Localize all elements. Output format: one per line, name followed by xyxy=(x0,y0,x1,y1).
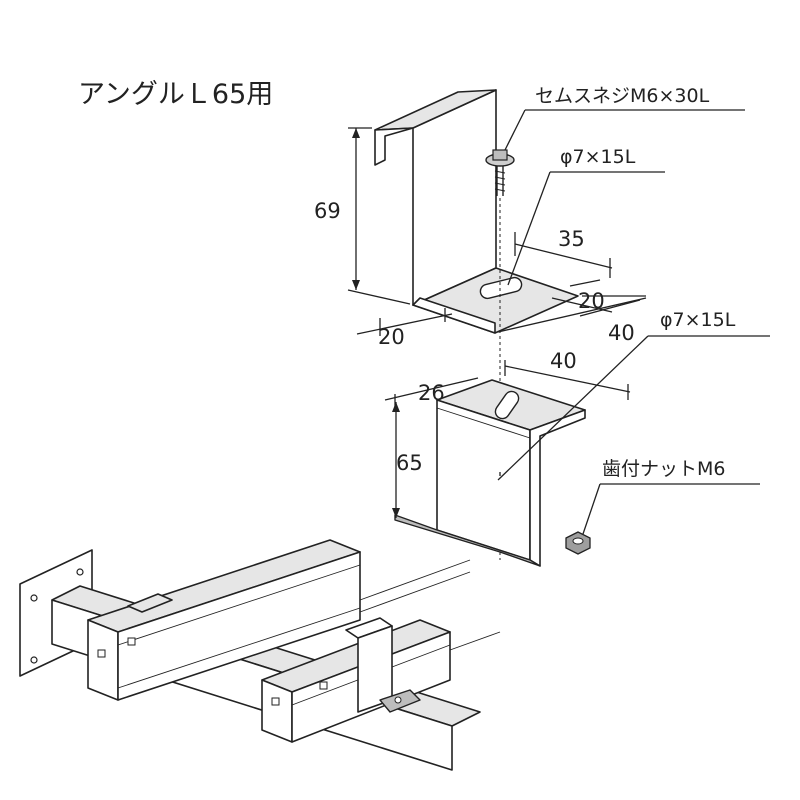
dim-40-upper-label: 40 xyxy=(608,321,635,345)
screw-label: セムスネジM6×30L xyxy=(535,85,710,107)
dim-lower-depth xyxy=(504,360,631,400)
nut-label: 歯付ナットM6 xyxy=(602,458,725,480)
screw-leader xyxy=(504,109,526,151)
dim-20-left-label: 20 xyxy=(378,325,405,349)
dim-65-label: 65 xyxy=(396,451,423,475)
dim-lower-height xyxy=(392,402,400,518)
screw-icon xyxy=(485,149,515,560)
lower-slot-leader xyxy=(497,335,649,481)
rail-assembly-icon xyxy=(19,539,501,771)
lower-angle-bracket-icon xyxy=(394,379,586,567)
dim-upper-flange xyxy=(356,308,453,336)
dim-35-label: 35 xyxy=(558,227,585,251)
dim-69-label: 69 xyxy=(314,199,341,223)
dim-26-label: 26 xyxy=(418,381,445,405)
dim-40-lower-label: 40 xyxy=(550,349,577,373)
dim-20-right-label: 20 xyxy=(578,289,605,313)
dim-upper-width xyxy=(514,232,613,278)
dim-upper-height xyxy=(347,127,411,305)
upper-slot-leader xyxy=(507,171,551,286)
upper-hook-bracket-icon xyxy=(374,89,579,334)
lower-slot-label: φ7×15L xyxy=(660,309,736,331)
dim-upper-depth xyxy=(497,295,647,333)
nut-leader xyxy=(582,483,601,535)
diagram-title: アングルＬ65用 xyxy=(78,79,273,110)
upper-slot-label: φ7×15L xyxy=(560,146,636,168)
nut-icon xyxy=(565,531,591,555)
